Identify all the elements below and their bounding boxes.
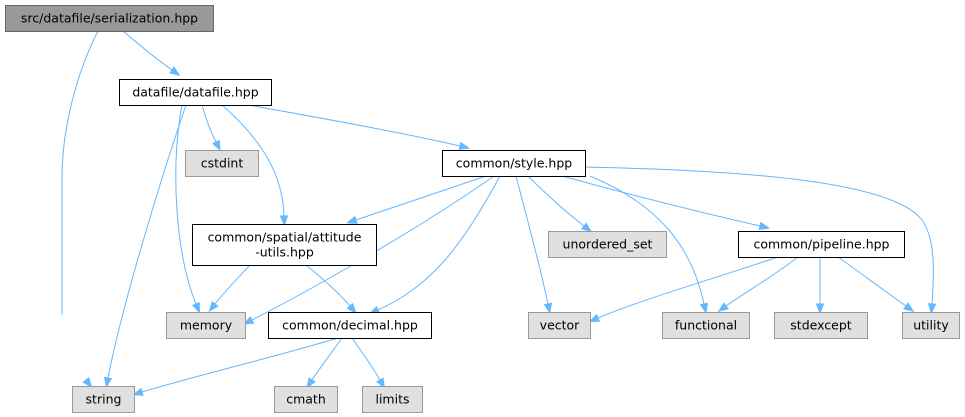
node-box xyxy=(738,231,905,258)
node-label: memory xyxy=(180,318,233,333)
edge-pipeline-to-stdexcept xyxy=(815,257,825,315)
arrowhead xyxy=(815,303,825,315)
edge-datafile-to-cstdint xyxy=(201,104,221,152)
node-label: common/spatial/attitude xyxy=(208,230,362,245)
edge-pipeline-to-vector xyxy=(588,256,779,323)
arrowhead xyxy=(346,215,358,224)
edge-datafile-to-memory xyxy=(175,104,200,314)
node-style[interactable]: common/style.hpp xyxy=(442,150,586,177)
node-label: common/style.hpp xyxy=(456,156,572,171)
edge-pipeline-to-utility xyxy=(837,256,915,312)
node-box xyxy=(185,150,259,177)
arrowhead xyxy=(543,302,553,315)
arrowhead xyxy=(699,302,709,315)
arrowhead xyxy=(903,302,915,312)
node-string[interactable]: string xyxy=(72,386,135,413)
arrowhead xyxy=(376,377,386,390)
edge-layer xyxy=(61,30,937,396)
edge-style-to-functional xyxy=(589,175,709,315)
node-cmath[interactable]: cmath xyxy=(274,386,338,413)
node-stdexcept[interactable]: stdexcept xyxy=(774,312,868,339)
node-box xyxy=(268,312,432,339)
node-label: utility xyxy=(913,318,949,333)
arrowhead xyxy=(191,301,200,314)
node-label: common/pipeline.hpp xyxy=(753,237,889,252)
node-cstdint[interactable]: cstdint xyxy=(185,150,259,177)
node-decimal[interactable]: common/decimal.hpp xyxy=(268,312,432,339)
node-pipeline[interactable]: common/pipeline.hpp xyxy=(738,231,905,258)
node-box xyxy=(662,312,750,339)
node-unordered_set[interactable]: unordered_set xyxy=(548,231,667,258)
edge-style-to-utility xyxy=(583,166,937,315)
node-functional[interactable]: functional xyxy=(662,312,750,339)
node-box xyxy=(119,79,272,106)
node-box xyxy=(166,312,246,339)
edge-decimal-to-string xyxy=(132,337,339,396)
edge-style-to-pipeline xyxy=(561,175,771,231)
node-box xyxy=(902,312,960,339)
node-serialization[interactable]: src/datafile/serialization.hpp xyxy=(5,5,214,32)
edge-serialization-to-string xyxy=(61,30,99,389)
node-label: stdexcept xyxy=(790,318,851,333)
arrowhead xyxy=(103,376,113,389)
node-attitude[interactable]: common/spatial/attitude-utils.hpp xyxy=(192,224,377,266)
arrowhead xyxy=(169,66,181,76)
arrowhead xyxy=(927,303,937,315)
node-label: limits xyxy=(375,392,409,407)
edge-pipeline-to-functional xyxy=(717,256,799,312)
node-label: common/decimal.hpp xyxy=(282,318,418,333)
edge-decimal-to-cmath xyxy=(306,337,343,389)
edge-datafile-to-style xyxy=(247,104,471,150)
node-limits[interactable]: limits xyxy=(362,386,423,413)
node-label: cmath xyxy=(286,392,326,407)
edge-style-to-vector xyxy=(515,175,553,315)
node-label: functional xyxy=(675,318,737,333)
arrowhead xyxy=(581,222,593,233)
node-box xyxy=(548,231,667,258)
node-box xyxy=(192,224,377,266)
node-label: -utils.hpp xyxy=(255,245,314,260)
node-box xyxy=(362,386,423,413)
arrowhead xyxy=(758,221,771,231)
arrowhead xyxy=(211,139,221,152)
node-memory[interactable]: memory xyxy=(166,312,246,339)
node-vector[interactable]: vector xyxy=(528,312,591,339)
arrowhead xyxy=(306,377,316,389)
node-box xyxy=(528,312,591,339)
arrowhead xyxy=(208,300,219,313)
node-label: string xyxy=(86,392,122,407)
node-label: unordered_set xyxy=(563,237,653,252)
edge-style-to-unordered_set xyxy=(527,175,593,233)
arrowhead xyxy=(458,141,471,150)
arrowhead xyxy=(279,215,289,227)
node-box xyxy=(5,5,214,32)
node-box xyxy=(774,312,868,339)
arrowhead xyxy=(346,302,357,314)
edge-style-to-attitude xyxy=(346,175,487,224)
node-label: datafile/datafile.hpp xyxy=(132,85,258,100)
edge-decimal-to-limits xyxy=(351,337,386,390)
node-datafile[interactable]: datafile/datafile.hpp xyxy=(119,79,272,106)
edge-attitude-to-decimal xyxy=(305,264,357,314)
node-label: src/datafile/serialization.hpp xyxy=(21,11,198,26)
edge-datafile-to-attitude xyxy=(221,104,289,227)
edge-style-to-decimal xyxy=(368,175,501,315)
arrowhead xyxy=(132,387,144,396)
edge-datafile-to-string xyxy=(103,104,187,389)
node-layer: src/datafile/serialization.hpp datafile/d… xyxy=(5,5,960,413)
node-box xyxy=(72,386,135,413)
arrowhead xyxy=(588,313,601,323)
node-label: vector xyxy=(540,318,581,333)
edge-serialization-to-datafile xyxy=(122,30,181,76)
node-label: cstdint xyxy=(201,156,244,171)
arrowhead xyxy=(717,302,729,312)
node-box xyxy=(274,386,338,413)
arrowhead xyxy=(242,316,255,325)
arrowhead xyxy=(82,377,93,389)
node-box xyxy=(442,150,586,177)
edge-attitude-to-memory xyxy=(208,264,251,313)
node-utility[interactable]: utility xyxy=(902,312,960,339)
